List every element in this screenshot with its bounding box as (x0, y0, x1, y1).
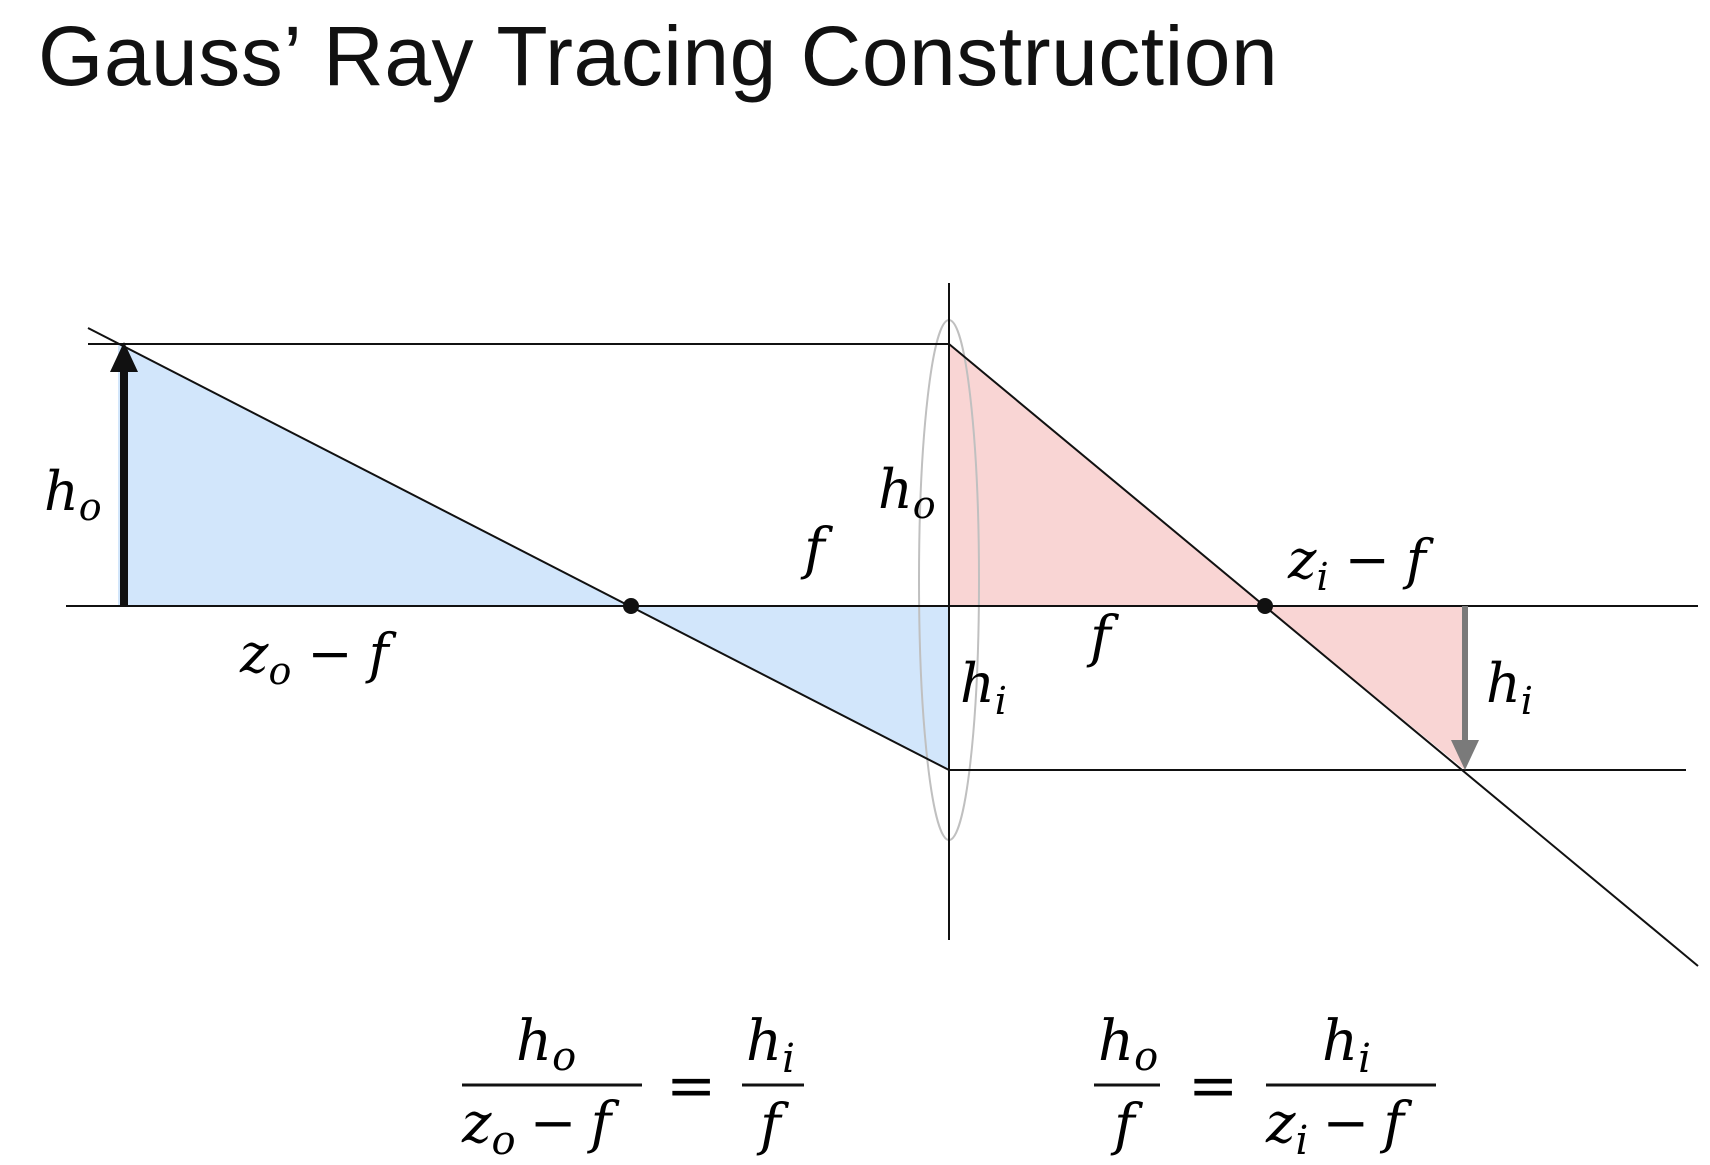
label-f-object-side: f (800, 517, 834, 582)
equation-object-side: ho zo−f = hi f (461, 1009, 804, 1164)
eq1-rhs-denominator: f (756, 1093, 790, 1158)
refracted-ray (948, 343, 1699, 967)
eq1-lhs-numerator: ho (516, 1009, 576, 1080)
eq1-lhs-denominator: zo−f (461, 1091, 621, 1164)
eq2-equals: = (1188, 1051, 1238, 1121)
label-h-i-image: hi (1486, 652, 1533, 723)
equation-image-side: ho f = hi zi−f (1094, 1009, 1436, 1164)
eq2-lhs-denominator: f (1110, 1093, 1144, 1158)
label-zi-minus-f: zi−f (1287, 528, 1434, 599)
eq1-rhs-numerator: hi (746, 1009, 795, 1082)
label-h-o-object: ho (44, 460, 102, 529)
image-arrow-head (1451, 740, 1479, 770)
eq2-rhs-numerator: hi (1322, 1009, 1371, 1082)
label-h-i-lens: hi (960, 652, 1007, 723)
slide-title: Gauss’ Ray Tracing Construction (38, 9, 1279, 103)
eq1-equals: = (666, 1051, 716, 1121)
focal-point-image-side (1257, 598, 1273, 614)
focal-point-object-side (623, 598, 639, 614)
label-zo-minus-f: zo−f (239, 622, 397, 693)
label-f-image-side: f (1086, 605, 1120, 670)
object-arrow-head (110, 342, 138, 372)
eq2-lhs-numerator: ho (1098, 1009, 1158, 1080)
label-h-o-lens: ho (878, 458, 936, 527)
eq2-rhs-denominator: zi−f (1265, 1091, 1413, 1164)
focal-ray-object-side (87, 327, 950, 771)
